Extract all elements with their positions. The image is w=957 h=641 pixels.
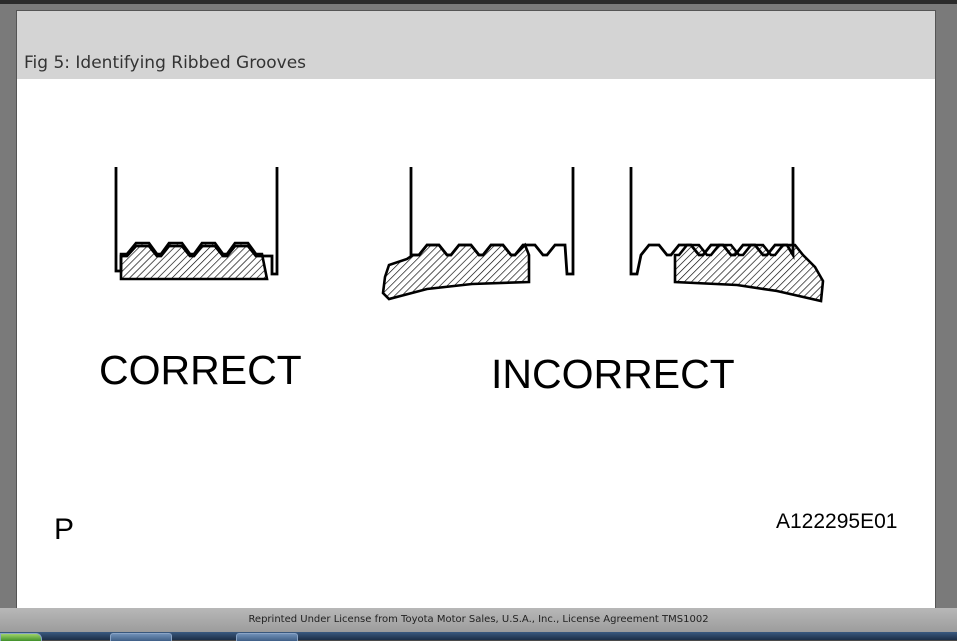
correct-belt — [119, 241, 269, 281]
incorrect-pulley-illustration-2 — [629, 167, 825, 303]
taskbar-start-orb[interactable] — [0, 633, 42, 641]
taskbar-app-button-1[interactable] — [110, 633, 172, 641]
figure-panel: Fig 5: Identifying Ribbed Grooves — [16, 10, 936, 610]
ribbed-groove-diagram: CORRECT INCORRECT P A122295E01 — [54, 167, 897, 546]
incorrect-belt-1 — [381, 242, 531, 301]
corner-mark: P — [54, 513, 74, 546]
license-footer: Reprinted Under License from Toyota Moto… — [0, 608, 957, 632]
correct-pulley-outline — [114, 167, 279, 276]
viewer-window: Fig 5: Identifying Ribbed Grooves — [0, 4, 957, 610]
correct-pulley-illustration — [114, 167, 279, 281]
incorrect-label: INCORRECT — [491, 351, 735, 397]
window-top-edge — [0, 0, 957, 4]
figure-caption: Fig 5: Identifying Ribbed Grooves — [24, 53, 307, 73]
incorrect-pulley-outline-1 — [409, 167, 575, 276]
figure-header: Fig 5: Identifying Ribbed Grooves — [17, 11, 935, 79]
figure-code: A122295E01 — [776, 510, 897, 533]
taskbar-app-button-2[interactable] — [236, 633, 298, 641]
license-notice: Reprinted Under License from Toyota Moto… — [248, 614, 709, 625]
incorrect-belt-2 — [673, 243, 825, 303]
incorrect-pulley-outline-2 — [629, 167, 795, 276]
taskbar — [0, 632, 957, 641]
correct-label: CORRECT — [99, 347, 302, 393]
incorrect-pulley-illustration-1 — [381, 167, 575, 301]
